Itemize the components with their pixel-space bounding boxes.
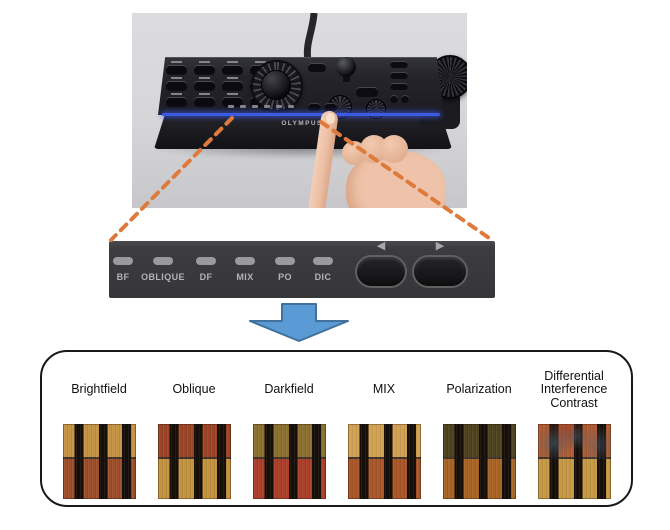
mode-indicator-df: DF	[196, 257, 216, 282]
mode-led-label: DF	[199, 272, 213, 282]
panel-button	[194, 77, 215, 90]
led-icon	[153, 257, 173, 265]
mode-led-label: PO	[278, 272, 292, 282]
mode-led-row	[264, 105, 270, 108]
panel-button	[166, 93, 187, 106]
mode-led-label: DIC	[314, 272, 332, 282]
panel-button	[356, 87, 378, 97]
led-icon	[196, 257, 216, 265]
panel-button	[194, 61, 215, 74]
product-photo: OLYMPUS	[132, 13, 467, 208]
mode-sample-image	[442, 424, 516, 499]
mode-column-polarization: Polarization	[432, 362, 527, 505]
mode-indicator-dic: DIC	[313, 257, 333, 282]
mode-sample-image	[157, 424, 231, 499]
mode-next-button-small	[324, 103, 337, 111]
adjust-knob-right	[366, 99, 386, 119]
mode-led-row	[228, 105, 234, 108]
led-icon	[235, 257, 255, 265]
mode-indicator-po: PO	[275, 257, 295, 282]
panel-button	[390, 83, 408, 90]
panel-button	[194, 93, 215, 106]
panel-button	[166, 61, 187, 74]
mode-indicator-bf: BF	[113, 257, 133, 282]
mode-led-label: MIX	[236, 272, 254, 282]
mode-label: Polarization	[446, 382, 512, 397]
down-arrow-icon	[249, 303, 349, 342]
mode-column-mix: MIX	[337, 362, 432, 505]
mode-led-row	[240, 105, 246, 108]
panel-button	[222, 77, 243, 90]
mode-column-brightfield: Brightfield	[52, 362, 147, 505]
mode-label: Brightfield	[71, 382, 127, 397]
mode-sample-image	[252, 424, 326, 499]
blue-light-strip	[162, 113, 440, 116]
rotary-knob-cap	[261, 70, 291, 100]
mode-column-oblique: Oblique	[147, 362, 242, 505]
mode-column-darkfield: Darkfield	[242, 362, 337, 505]
left-arrow-icon: ◀	[376, 240, 386, 252]
mode-led-row	[288, 105, 294, 108]
cable-icon	[303, 13, 318, 62]
led-icon	[313, 257, 333, 265]
mode-indicator-mix: MIX	[235, 257, 255, 282]
prev-mode-button[interactable]	[355, 255, 407, 288]
mode-led-row	[276, 105, 282, 108]
panel-button	[401, 95, 409, 103]
panel-button	[308, 63, 326, 72]
mode-sample-image	[347, 424, 421, 499]
mode-led-label: OBLIQUE	[141, 272, 185, 282]
mode-led-row	[252, 105, 258, 108]
observation-modes-box: Brightfield Oblique Darkfield MIX Polari…	[40, 350, 633, 507]
panel-button	[166, 77, 187, 90]
mode-sample-image	[62, 424, 136, 499]
mode-prev-button-small	[308, 103, 321, 111]
mode-sample-image	[537, 424, 611, 499]
mode-column-dic: Differential Interference Contrast	[527, 362, 622, 505]
mode-label: Differential Interference Contrast	[540, 368, 608, 410]
panel-button	[222, 61, 243, 74]
led-icon	[275, 257, 295, 265]
magnified-button-panel: BF OBLIQUE DF MIX PO DIC ◀ ▶	[109, 241, 495, 298]
joystick-stem	[343, 73, 350, 82]
mode-label: Darkfield	[264, 382, 314, 397]
olympus-logo: OLYMPUS	[281, 120, 323, 127]
led-icon	[113, 257, 133, 265]
panel-button	[222, 93, 243, 106]
next-mode-button[interactable]	[412, 255, 468, 288]
panel-button	[390, 61, 408, 68]
mode-indicator-oblique: OBLIQUE	[141, 257, 185, 282]
fingernail	[326, 113, 335, 124]
mode-label: MIX	[372, 382, 396, 397]
mode-led-label: BF	[116, 272, 130, 282]
joystick	[336, 57, 356, 77]
mode-label: Oblique	[172, 382, 216, 397]
controller-base	[154, 111, 452, 149]
panel-button	[390, 95, 398, 103]
panel-button	[390, 72, 408, 79]
right-arrow-icon: ▶	[435, 240, 445, 252]
curled-finger	[380, 135, 408, 163]
rotary-knob	[251, 60, 303, 112]
